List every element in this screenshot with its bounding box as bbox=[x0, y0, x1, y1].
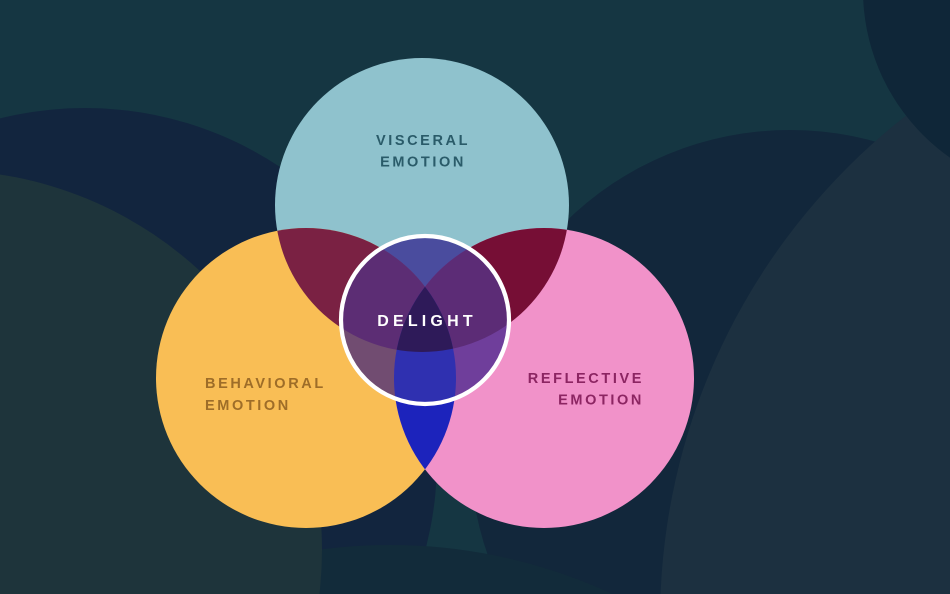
ring-tint-visceral-behavioral bbox=[341, 236, 456, 352]
reflective-label-line2: EMOTION bbox=[558, 393, 644, 409]
background-top-right-blob bbox=[863, 0, 950, 158]
reflective-label-line1: REFLECTIVE bbox=[528, 371, 644, 387]
behavioral-label-line2: EMOTION bbox=[205, 398, 291, 414]
delight-label: DELIGHT bbox=[377, 313, 477, 330]
delight-ring bbox=[338, 233, 512, 407]
visceral-label-line2: EMOTION bbox=[380, 155, 466, 171]
visceral-label-line1: VISCERAL bbox=[376, 133, 470, 149]
ring-tint-visceral-reflective bbox=[394, 236, 509, 352]
background-bottom-right-blob bbox=[660, 84, 950, 594]
behavioral-label-line1: BEHAVIORAL bbox=[205, 376, 326, 392]
